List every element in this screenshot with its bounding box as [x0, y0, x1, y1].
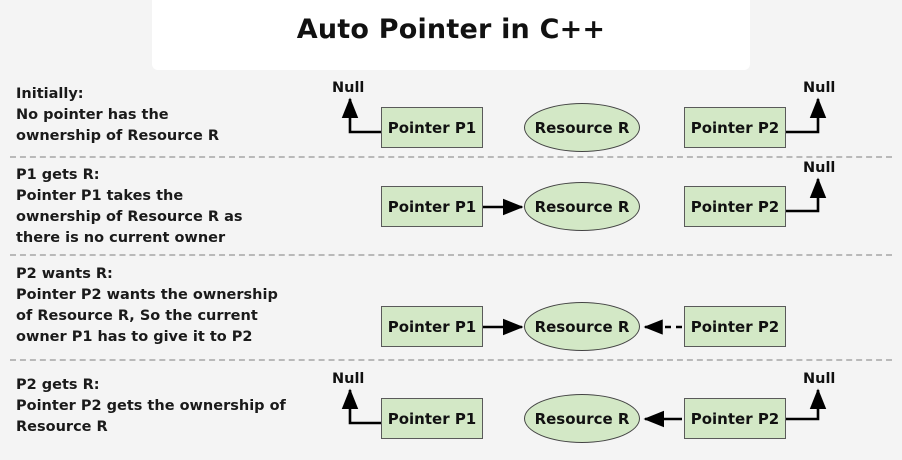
row-p2-gets-r-p1-null-arrow: [341, 388, 381, 425]
row-p2-wants-r-description: P2 wants R: Pointer P2 wants the ownersh…: [16, 264, 336, 348]
title-card: Auto Pointer in C++: [152, 0, 750, 70]
row-p2-wants-r-line-3: owner P1 has to give it to P2: [16, 329, 253, 345]
row-p1-gets-r-null-label-right: Null: [803, 160, 836, 176]
row-separator-3: [10, 359, 892, 361]
row-initially-description: Initially: No pointer has the ownership …: [16, 84, 336, 147]
row-p1-gets-r-line-3: there is no current owner: [16, 230, 226, 246]
row-p1-gets-r-description: P1 gets R: Pointer P1 takes the ownershi…: [16, 165, 336, 249]
row-initially-pointer-p2-box: Pointer P2: [684, 107, 786, 148]
row-separator-1: [10, 156, 892, 158]
row-p1-gets-r-line-0: P1 gets R:: [16, 167, 100, 183]
row-initially-p1-null-arrow: [341, 97, 381, 134]
row-initially-p2-null-arrow: [786, 97, 827, 134]
row-separator-2: [10, 254, 892, 256]
row-initially-null-label-left: Null: [332, 80, 365, 96]
row-p2-gets-r-resource-r-ellipse: Resource R: [524, 394, 640, 443]
row-p2-wants-r-resource-r-ellipse: Resource R: [524, 302, 640, 351]
row-p2-wants-r-pointer-p1-box: Pointer P1: [381, 306, 483, 347]
row-p2-gets-r-null-label-right: Null: [803, 371, 836, 387]
row-p1-gets-r-line-1: Pointer P1 takes the: [16, 188, 184, 204]
row-initially-line-2: ownership of Resource R: [16, 128, 220, 144]
row-p2-gets-r-pointer-p1-box: Pointer P1: [381, 398, 483, 439]
row-p2-gets-r-pointer-p2-box: Pointer P2: [684, 398, 786, 439]
row-initially-null-label-right: Null: [803, 80, 836, 96]
row-initially-resource-r-ellipse: Resource R: [524, 103, 640, 152]
row-p1-gets-r-pointer-p1-box: Pointer P1: [381, 186, 483, 227]
row-initially-line-1: No pointer has the: [16, 107, 169, 123]
row-initially-line-0: Initially:: [16, 86, 84, 102]
row-p2-gets-r-line-1: Pointer P2 gets the ownership of: [16, 398, 286, 414]
row-initially-pointer-p1-box: Pointer P1: [381, 107, 483, 148]
row-p2-wants-r-line-1: Pointer P2 wants the ownership: [16, 287, 278, 303]
row-p2-wants-r-pointer-p2-box: Pointer P2: [684, 306, 786, 347]
row-p1-gets-r-pointer-p2-box: Pointer P2: [684, 186, 786, 227]
row-p2-gets-r-line-0: P2 gets R:: [16, 377, 100, 393]
row-p1-gets-r-line-2: ownership of Resource R as: [16, 209, 243, 225]
row-p2-wants-r-line-0: P2 wants R:: [16, 266, 113, 282]
row-p2-gets-r-p2-null-arrow: [786, 388, 827, 421]
row-p2-gets-r-null-label-left: Null: [332, 371, 365, 387]
row-p1-gets-r-resource-r-ellipse: Resource R: [524, 182, 640, 231]
row-p2-gets-r-description: P2 gets R: Pointer P2 gets the ownership…: [16, 375, 336, 438]
row-p2-gets-r-line-2: Resource R: [16, 419, 108, 435]
row-p2-wants-r-line-2: of Resource R, So the current: [16, 308, 258, 324]
row-p1-gets-r-p2-null-arrow: [786, 177, 827, 213]
page-title: Auto Pointer in C++: [296, 14, 606, 45]
